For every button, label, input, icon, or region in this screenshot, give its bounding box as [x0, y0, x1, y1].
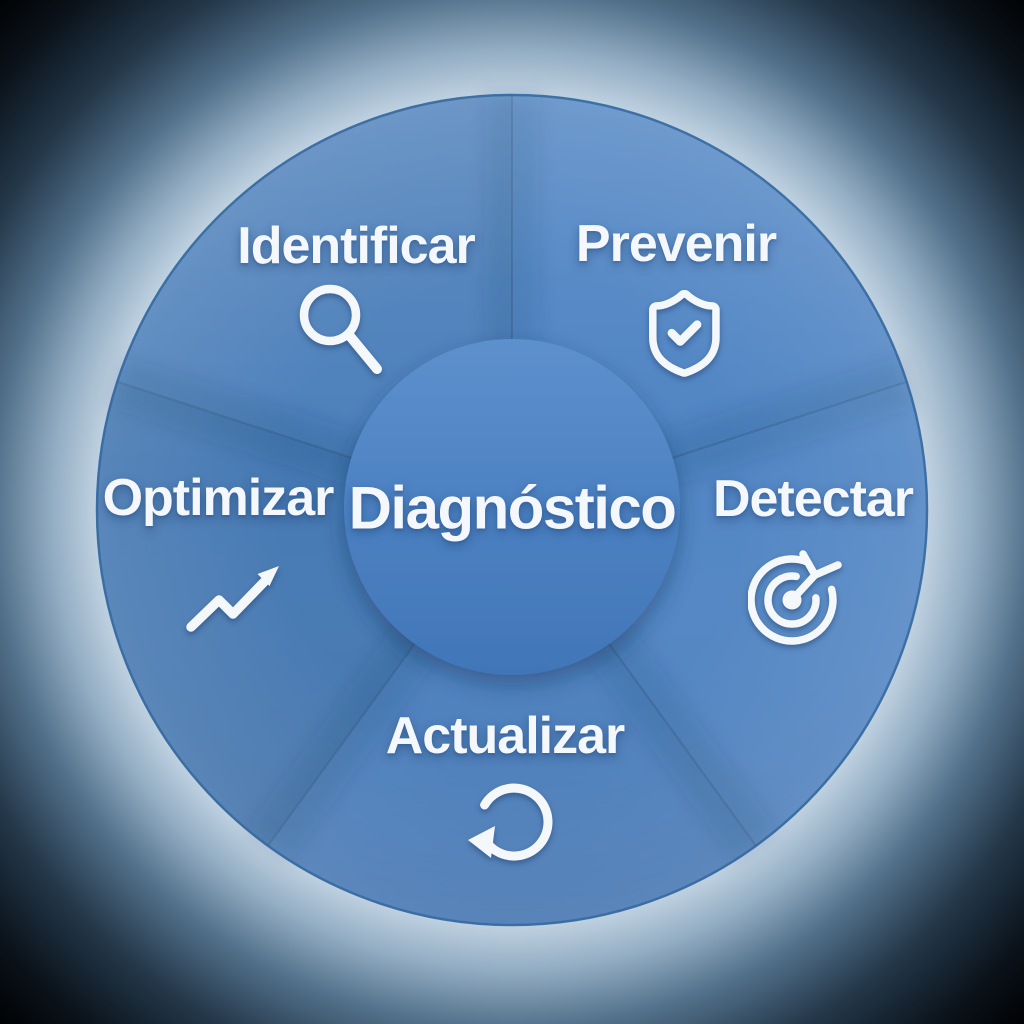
segment-label-identificar: Identificar	[237, 217, 475, 275]
search-icon	[294, 282, 384, 378]
segment-label-prevenir: Prevenir	[575, 215, 777, 273]
target-arrow-icon	[748, 546, 860, 646]
segment-label-optimizar: Optimizar	[102, 469, 335, 527]
wheel-rim	[95, 93, 929, 927]
center-label: Diagnóstico	[348, 474, 677, 542]
shield-check-icon	[637, 283, 731, 387]
refresh-icon	[462, 778, 558, 868]
center-circle	[344, 339, 680, 675]
segment-label-actualizar: Actualizar	[385, 707, 626, 765]
trending-up-icon	[181, 553, 285, 637]
segment-label-detectar: Detectar	[712, 470, 914, 528]
